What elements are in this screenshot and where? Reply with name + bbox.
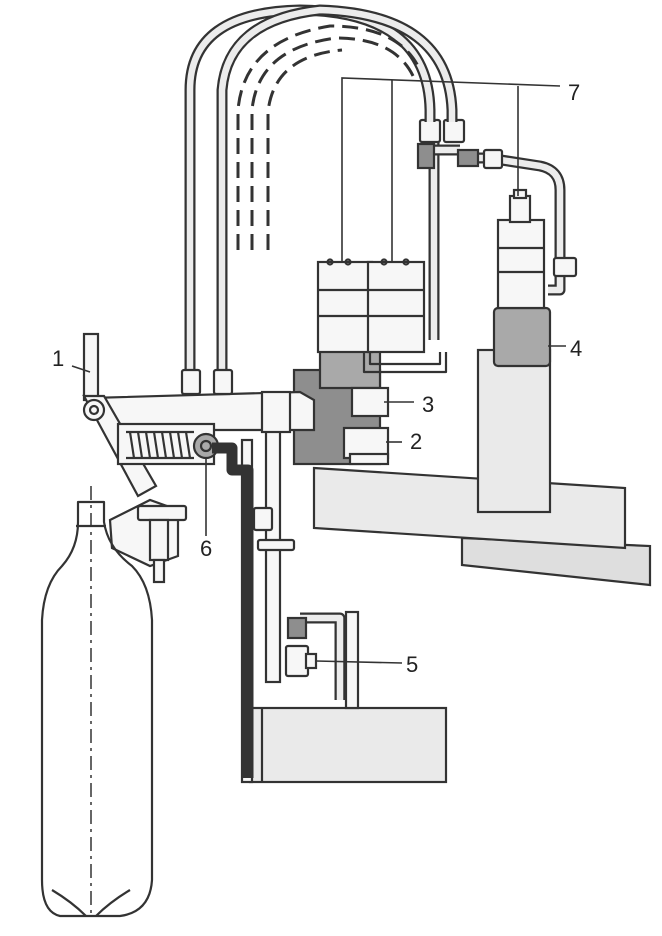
label-4: 4 xyxy=(570,336,582,361)
label-1: 1 xyxy=(52,346,64,371)
label-6: 6 xyxy=(200,536,212,561)
leader-7 xyxy=(341,77,561,262)
gripper-head xyxy=(108,498,188,584)
upper-valve-boxes xyxy=(316,258,448,374)
valve-stack-4 xyxy=(492,188,552,368)
pet-bottle xyxy=(40,486,154,918)
label-2: 2 xyxy=(410,429,422,454)
label-5: 5 xyxy=(406,652,418,677)
label-7: 7 xyxy=(568,80,580,105)
spring-roller xyxy=(116,422,254,778)
leaders xyxy=(71,345,566,664)
feed-tubes xyxy=(416,118,480,340)
right-column xyxy=(476,348,552,514)
arched-hoses xyxy=(184,4,458,372)
lower-support-plate xyxy=(248,706,448,784)
right-pipe xyxy=(460,148,578,296)
bracket-5 xyxy=(284,610,360,710)
label-3: 3 xyxy=(422,392,434,417)
callout-labels: 1 2 3 4 5 6 7 xyxy=(52,80,582,677)
lever-arm xyxy=(87,368,316,434)
